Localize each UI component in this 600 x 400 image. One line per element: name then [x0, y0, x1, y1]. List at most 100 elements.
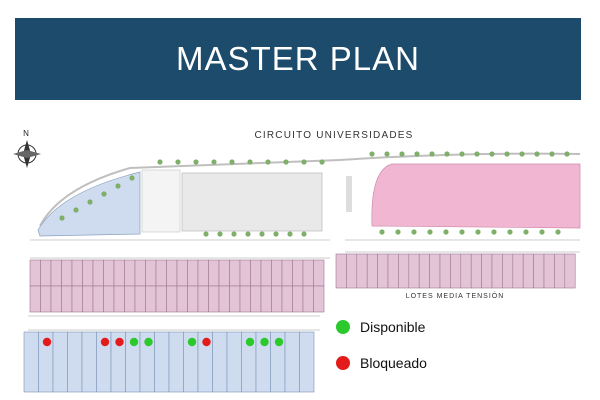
tree-icon: [474, 151, 480, 157]
tree-icon: [211, 159, 217, 165]
lot-pink: [113, 259, 125, 287]
legend-label-available: Disponible: [360, 319, 426, 335]
lot-status-markers: [42, 337, 284, 347]
tree-icon: [459, 229, 465, 235]
tree-icon: [564, 151, 570, 157]
tree-icon: [399, 151, 405, 157]
lot-pink: [29, 259, 41, 287]
lot-pink: [271, 285, 283, 313]
road-middle: [30, 239, 580, 259]
lot-pink: [103, 259, 115, 287]
tree-icon: [217, 231, 223, 237]
lot-pink: [61, 285, 73, 313]
lot-pink: [429, 253, 441, 289]
lot-pink: [187, 285, 199, 313]
tree-icon: [157, 159, 163, 165]
lot-pink: [113, 285, 125, 313]
gray-block-left: [141, 169, 181, 233]
lot-pink: [124, 285, 136, 313]
lot-pink: [134, 259, 146, 287]
lot-pink: [292, 259, 304, 287]
lot-pink: [481, 253, 493, 289]
lot-pink: [260, 285, 272, 313]
lot-pink: [92, 285, 104, 313]
lot-pink: [512, 253, 524, 289]
available-marker: [129, 337, 139, 347]
lot-pink: [40, 259, 52, 287]
lot-pink: [229, 259, 241, 287]
tree-icon: [319, 159, 325, 165]
lot-pink: [250, 285, 262, 313]
tree-icon: [475, 229, 481, 235]
lot-pink: [533, 253, 545, 289]
lot-pink: [71, 285, 83, 313]
tree-icon: [287, 231, 293, 237]
north-arrow-icon: N: [13, 129, 41, 168]
legend-label-blocked: Bloqueado: [360, 355, 427, 371]
lot-pink: [239, 259, 251, 287]
blocked-marker: [115, 337, 124, 347]
available-marker: [260, 337, 269, 347]
tree-icon: [265, 159, 271, 165]
lot-pink: [155, 259, 167, 287]
street-label-mid: LOTES MEDIA TENSIÓN: [406, 291, 505, 300]
available-marker: [245, 337, 255, 347]
lot-pink: [103, 285, 115, 313]
lot-pink: [187, 259, 199, 287]
lot-pink: [292, 285, 304, 313]
tree-icon: [301, 231, 307, 237]
lot-blue: [168, 331, 184, 393]
lot-blue: [226, 331, 242, 393]
lot-pink: [356, 253, 368, 289]
lot-pink: [271, 259, 283, 287]
lot-pink: [82, 285, 94, 313]
road-top: [39, 152, 581, 227]
street-label-top: CIRCUITO UNIVERSIDADES: [254, 130, 413, 141]
page-title: MASTER PLAN: [176, 40, 420, 77]
lots-pink-right: [335, 253, 576, 289]
lot-pink: [554, 253, 566, 289]
lot-pink: [71, 259, 83, 287]
tree-icon: [259, 231, 265, 237]
title-banner: MASTER PLAN: [15, 18, 581, 100]
tree-icon: [519, 151, 525, 157]
gray-block: [181, 172, 323, 232]
tree-icon: [384, 151, 390, 157]
lot-pink: [229, 285, 241, 313]
tree-icon: [273, 231, 279, 237]
lot-pink: [302, 259, 314, 287]
lot-pink: [29, 285, 41, 313]
lot-pink: [61, 259, 73, 287]
lot-pink: [302, 285, 314, 313]
tree-icon: [379, 229, 385, 235]
tree-icon: [395, 229, 401, 235]
commercial-block: [371, 163, 581, 229]
legend-item-available: Disponible: [336, 316, 427, 338]
lot-pink: [82, 259, 94, 287]
lot-pink: [218, 285, 230, 313]
tree-icon: [369, 151, 375, 157]
tree-icon: [414, 151, 420, 157]
available-marker: [144, 337, 153, 347]
lot-pink: [502, 253, 514, 289]
blocked-marker: [42, 337, 52, 347]
lot-blue: [52, 331, 68, 393]
available-marker: [274, 337, 284, 347]
tree-icon: [411, 229, 417, 235]
lot-pink: [250, 259, 262, 287]
tree-icon: [429, 151, 435, 157]
tree-icon: [507, 229, 513, 235]
lot-blue: [67, 331, 83, 393]
lot-pink: [155, 285, 167, 313]
blocked-marker: [202, 337, 211, 347]
blocked-marker: [100, 337, 110, 347]
legend: Disponible Bloqueado: [336, 316, 427, 388]
tree-icon: [534, 151, 540, 157]
north-label: N: [23, 129, 29, 138]
site-map: N CIRCUITO UNIVERSIDADES LOTES MEDIA TEN…: [13, 129, 581, 393]
lot-pink: [40, 285, 52, 313]
lot-pink: [398, 253, 410, 289]
tree-icon: [87, 199, 93, 205]
tree-row: [59, 151, 570, 237]
lot-pink: [335, 253, 347, 289]
